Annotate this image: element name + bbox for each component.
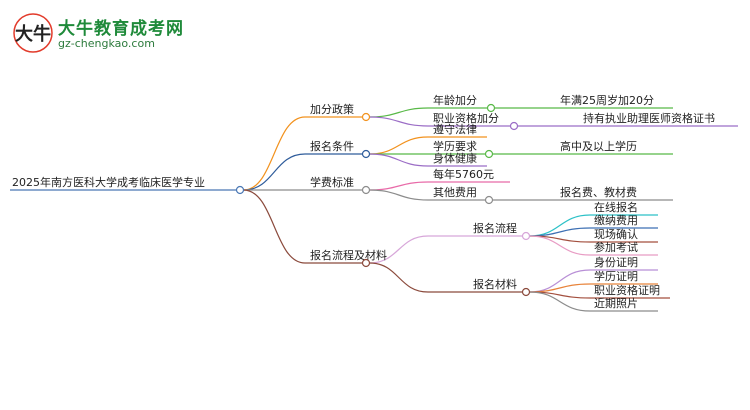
child-label-3-1: 报名材料 — [473, 277, 517, 291]
child-label-1-2: 身体健康 — [433, 151, 477, 165]
child-label-0-0: 年龄加分 — [433, 93, 477, 107]
site-name: 大牛教育成考网 — [58, 19, 184, 39]
child-link-0-0 — [369, 107, 429, 118]
branch-node-2 — [361, 185, 371, 195]
logo-mascot-icon: 大牛 — [13, 13, 53, 53]
site-logo[interactable]: 大牛 大牛教育成考网 gz-chengkao.com — [12, 12, 212, 56]
logo-mascot-text: 大牛 — [15, 23, 51, 45]
child-node-0-0 — [486, 103, 496, 113]
item-label-1-2: 职业资格证明 — [594, 283, 660, 297]
child-link-1-2 — [369, 153, 429, 167]
child-label-1-0: 遵守法律 — [433, 122, 477, 136]
branch-link-1 — [243, 153, 306, 191]
branch-link-3 — [243, 189, 306, 264]
child-label-3-0: 报名流程 — [473, 221, 517, 235]
child-link-2-0 — [369, 181, 429, 191]
item-label-1-3: 近期照片 — [594, 297, 638, 310]
child-link-3-0 — [369, 235, 429, 264]
branch-node-1 — [361, 149, 371, 159]
detail-label-2-1: 报名费、教材费 — [560, 185, 637, 199]
item-label-1-0: 身份证明 — [594, 255, 638, 269]
item-label-1-1: 学历证明 — [594, 269, 638, 283]
child-node-1-1 — [484, 149, 494, 159]
mindmap-links — [10, 107, 738, 312]
child-label-2-0: 每年5760元 — [433, 167, 494, 181]
child-link-2-1 — [369, 189, 429, 201]
child-node-3-0 — [521, 231, 531, 241]
detail-label-1-1: 高中及以上学历 — [560, 139, 637, 153]
detail-label-0-1: 持有执业助理医师资格证书 — [583, 111, 715, 125]
branch-node-3 — [361, 258, 371, 268]
site-url: gz-chengkao.com — [58, 37, 155, 50]
detail-label-0-0: 年满25周岁加20分 — [560, 93, 654, 107]
child-node-0-1 — [509, 121, 519, 131]
child-label-2-1: 其他费用 — [433, 186, 477, 199]
item-label-0-2: 现场确认 — [594, 227, 638, 241]
branch-label-2: 学费标准 — [310, 175, 354, 189]
branch-label-3: 报名流程及材料 — [310, 248, 387, 262]
item-label-0-3: 参加考试 — [594, 240, 638, 254]
child-node-3-1 — [521, 287, 531, 297]
branch-label-0: 加分政策 — [310, 102, 354, 116]
item-link-1-3 — [529, 291, 591, 312]
root-label: 2025年南方医科大学成考临床医学专业 — [12, 175, 205, 189]
branch-node-0 — [361, 112, 371, 122]
child-link-3-1 — [369, 262, 429, 293]
child-link-1-0 — [369, 136, 429, 155]
mindmap-nodes: 2025年南方医科大学成考临床医学专业 加分政策 年龄加分 年满25周岁加20分职业资… — [12, 93, 715, 310]
item-label-0-0: 在线报名 — [594, 200, 638, 214]
child-label-0-1: 职业资格加分 — [433, 111, 499, 125]
branch-link-0 — [243, 116, 306, 191]
branch-label-1: 报名条件 — [310, 139, 354, 153]
item-label-0-1: 缴纳费用 — [594, 213, 638, 227]
child-label-1-1: 学历要求 — [433, 139, 477, 153]
root-node — [235, 185, 245, 195]
child-link-0-1 — [369, 116, 429, 127]
item-link-0-3 — [529, 235, 591, 256]
item-link-0-0 — [529, 214, 591, 237]
child-node-2-1 — [484, 195, 494, 205]
item-link-1-0 — [529, 269, 591, 293]
